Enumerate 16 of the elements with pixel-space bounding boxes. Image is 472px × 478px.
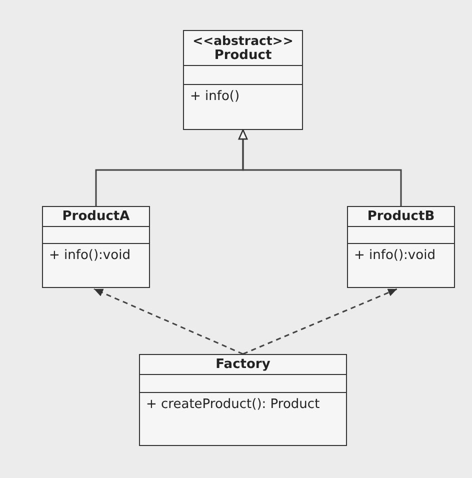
- class-name: Product: [214, 48, 272, 63]
- dependency-arrow: [94, 288, 244, 355]
- method: + info():void: [354, 248, 436, 263]
- stereotype: <<abstract>>: [192, 33, 294, 48]
- class-name: ProductA: [62, 209, 130, 224]
- method: + info(): [190, 89, 241, 104]
- class-box: [139, 354, 347, 446]
- inheritance-arrow: [238, 129, 402, 206]
- method: + createProduct(): Product: [146, 397, 321, 412]
- class-box: [42, 206, 150, 288]
- class-box: [347, 206, 455, 288]
- class-name: Factory: [216, 357, 270, 372]
- method: + info():void: [49, 248, 132, 263]
- dependency-arrow: [242, 288, 398, 355]
- class-box: [183, 30, 303, 130]
- class-name: ProductB: [367, 209, 435, 224]
